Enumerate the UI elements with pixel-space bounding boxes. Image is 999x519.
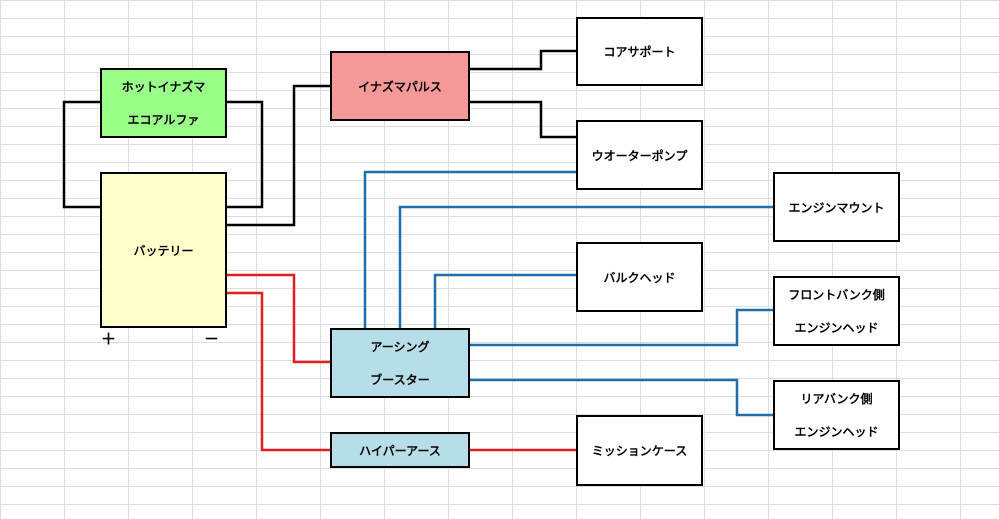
wire-hot-inazuma-left-loop (62, 100, 100, 209)
hyper-earth-node: ハイパーアース (330, 432, 470, 468)
engine-mount-node: エンジンマウント (773, 172, 900, 242)
front-bank-label-1: フロントバンク側 (788, 288, 885, 302)
inazuma-pulse-node: イナズマパルス (330, 51, 470, 121)
battery-minus-terminal: － (204, 330, 220, 348)
front-bank-engine-head-node: フロントバンク側 エンジンヘッド (773, 276, 900, 346)
hot-inazuma-node: ホットイナズマ エコアルファ (100, 68, 227, 138)
wire-battery-to-earthing-booster (227, 273, 330, 364)
battery-node: バッテリー (100, 172, 227, 328)
wire-hot-inazuma-right-loop (227, 100, 264, 209)
rear-bank-engine-head-node: リアバンク側 エンジンヘッド (773, 380, 900, 450)
earthing-booster-node: アーシング ブースター (330, 328, 470, 398)
wire-battery-to-hyper-earth (227, 291, 330, 452)
engine-mount-label: エンジンマウント (788, 200, 885, 215)
wire-booster-to-water-pump (363, 170, 576, 328)
wire-pulse-to-water-pump (470, 100, 576, 139)
hot-inazuma-label-2: エコアルファ (127, 113, 200, 127)
wire-booster-to-front-bank (470, 308, 773, 347)
core-support-label: コアサポート (603, 45, 676, 59)
wire-booster-to-engine-mount (398, 205, 773, 328)
core-support-node: コアサポート (576, 17, 703, 86)
wire-booster-to-rear-bank (470, 378, 773, 417)
front-bank-label-2: エンジンヘッド (794, 321, 879, 335)
battery-plus-terminal: ＋ (101, 330, 117, 348)
earthing-booster-label-1: アーシング (370, 340, 430, 354)
inazuma-pulse-label: イナズマパルス (358, 79, 442, 94)
bulkhead-node: バルクヘッド (576, 242, 703, 312)
wire-pulse-to-core-support (470, 49, 576, 71)
rear-bank-label-1: リアバンク側 (800, 392, 873, 406)
mission-case-node: ミッションケース (576, 415, 703, 486)
hot-inazuma-label-1: ホットイナズマ (121, 80, 206, 94)
earthing-booster-label-2: ブースター (370, 373, 430, 387)
wire-booster-to-bulkhead (433, 273, 576, 328)
rear-bank-label-2: エンジンヘッド (794, 425, 879, 439)
bulkhead-label: バルクヘッド (603, 270, 676, 285)
hyper-earth-label: ハイパーアース (359, 443, 441, 458)
battery-label: バッテリー (133, 243, 194, 258)
water-pump-label: ウオーターポンプ (591, 148, 688, 163)
mission-case-label: ミッションケース (591, 444, 688, 458)
water-pump-node: ウオーターポンプ (576, 120, 703, 190)
wire-battery-to-inazuma-pulse (227, 84, 330, 227)
